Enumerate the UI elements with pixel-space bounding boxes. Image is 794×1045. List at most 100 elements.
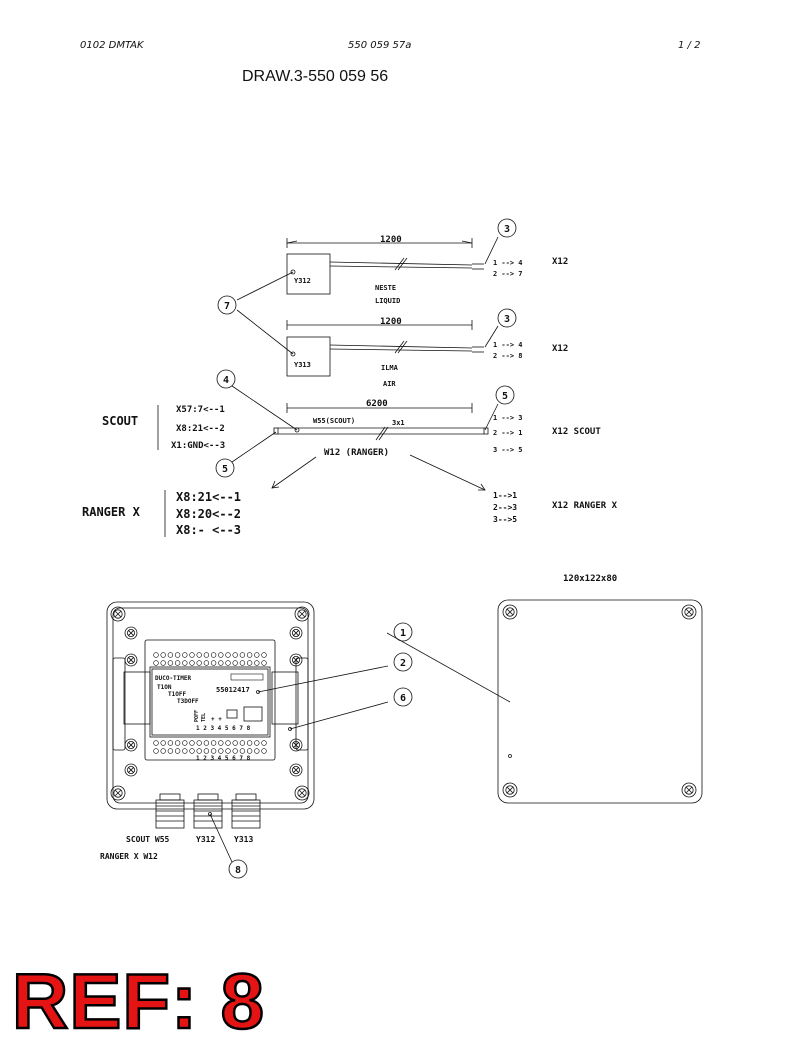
terminal-hole-icon bbox=[210, 660, 217, 666]
terminal-hole-icon bbox=[225, 748, 231, 754]
gland-label-ranger: RANGER X W12 bbox=[100, 852, 158, 861]
terminal-hole-icon bbox=[160, 660, 166, 666]
terminal-hole-icon bbox=[261, 652, 267, 658]
lid-screw-icon bbox=[502, 782, 518, 798]
cable3-conn3: 3 --> 5 bbox=[493, 446, 523, 454]
pcb-pins: 1 2 3 4 5 6 7 8 bbox=[196, 755, 251, 762]
enclosure-screw-icon bbox=[294, 785, 310, 801]
ranger-line-3: X8:- <--3 bbox=[176, 523, 241, 537]
terminal-hole-icon bbox=[232, 652, 238, 658]
terminal-hole-icon bbox=[160, 748, 166, 754]
terminal-hole-icon bbox=[174, 660, 181, 666]
callout-3a: 3 bbox=[504, 224, 510, 235]
mount-screw-icon bbox=[289, 653, 303, 667]
cable1-sensor: Y312 bbox=[294, 277, 311, 285]
terminal-hole-icon bbox=[153, 660, 159, 666]
ranger-conn3: 3-->5 bbox=[493, 515, 517, 524]
cable2-conn1: 1 --> 4 bbox=[493, 341, 523, 349]
cable2-sensor: Y313 bbox=[294, 361, 311, 369]
terminal-hole-icon bbox=[189, 748, 195, 754]
terminal-hole-icon bbox=[153, 652, 159, 658]
mount-screw-icon bbox=[124, 626, 138, 640]
terminal-hole-icon bbox=[153, 740, 159, 746]
ranger-line-2: X8:20<--2 bbox=[176, 507, 241, 521]
pcb-signs: + + bbox=[211, 716, 222, 723]
callout-7: 7 bbox=[224, 301, 230, 312]
mount-screw-icon bbox=[289, 738, 303, 752]
terminal-hole-icon bbox=[254, 660, 260, 666]
terminal-hole-icon bbox=[182, 652, 188, 658]
terminal-hole-icon bbox=[167, 740, 174, 746]
pcb-tel: TEL bbox=[201, 713, 207, 722]
terminal-hole-icon bbox=[225, 660, 231, 666]
cable3-length: 6200 bbox=[366, 399, 388, 409]
callout-4: 4 bbox=[223, 375, 229, 386]
terminal-hole-icon bbox=[218, 652, 224, 658]
terminal-hole-icon bbox=[196, 748, 202, 754]
cable2-label2: AIR bbox=[383, 380, 396, 388]
terminal-hole-icon bbox=[218, 748, 224, 754]
w12-label: W12 (RANGER) bbox=[324, 448, 389, 458]
lid-screw-icon bbox=[502, 604, 518, 620]
terminal-hole-icon bbox=[239, 660, 246, 666]
cable1-label2: LIQUID bbox=[375, 297, 400, 305]
cable2-target: X12 bbox=[552, 344, 568, 354]
cable3-conn2: 2 --> 1 bbox=[493, 429, 523, 437]
terminal-hole-icon bbox=[203, 740, 210, 746]
terminal-hole-icon bbox=[160, 652, 166, 658]
pcb-pins-inner: 1 2 3 4 5 6 7 8 bbox=[196, 725, 251, 732]
lid-screw-icon bbox=[681, 782, 697, 798]
terminal-hole-icon bbox=[174, 652, 181, 658]
ranger-conn1: 1-->1 bbox=[493, 491, 517, 500]
cable2-conn2: 2 --> 8 bbox=[493, 352, 523, 360]
callout-5b: 5 bbox=[222, 464, 228, 475]
pcb-poff: POFF bbox=[194, 710, 200, 722]
drawing-title: DRAW.3-550 059 56 bbox=[242, 68, 389, 85]
mount-screw-icon bbox=[124, 763, 138, 777]
terminal-hole-icon bbox=[261, 740, 267, 746]
pcb-brand: DUCO-TIMER bbox=[155, 675, 192, 682]
ranger-label: RANGER X bbox=[82, 505, 141, 519]
terminal-hole-icon bbox=[210, 740, 217, 746]
terminal-hole-icon bbox=[254, 748, 260, 754]
terminal-hole-icon bbox=[189, 740, 195, 746]
terminal-hole-icon bbox=[182, 660, 188, 666]
cable1-length: 1200 bbox=[380, 235, 402, 245]
scout-line-1: X57:7<--1 bbox=[176, 405, 225, 415]
mount-screw-icon bbox=[289, 763, 303, 777]
pcb-t3doff: T3DOFF bbox=[177, 698, 199, 705]
callout-8: 8 bbox=[235, 865, 241, 876]
callout-6: 6 bbox=[400, 693, 406, 704]
terminal-hole-icon bbox=[239, 652, 246, 658]
terminal-hole-icon bbox=[196, 740, 202, 746]
terminal-hole-icon bbox=[167, 652, 174, 658]
cable3-conn1: 1 --> 3 bbox=[493, 414, 523, 422]
cable2-length: 1200 bbox=[380, 317, 402, 327]
terminal-hole-icon bbox=[167, 748, 174, 754]
terminal-hole-icon bbox=[174, 748, 181, 754]
terminal-hole-icon bbox=[232, 740, 238, 746]
terminal-hole-icon bbox=[225, 740, 231, 746]
terminal-hole-icon bbox=[232, 660, 238, 666]
pcb-t1off: T1OFF bbox=[168, 691, 186, 698]
terminal-hole-icon bbox=[246, 652, 253, 658]
cable3-target: X12 SCOUT bbox=[552, 427, 601, 437]
enclosure-screw-icon bbox=[294, 606, 310, 622]
terminal-hole-icon bbox=[153, 748, 159, 754]
gland-label-y313: Y313 bbox=[234, 835, 253, 844]
mount-screw-icon bbox=[124, 738, 138, 752]
terminal-hole-icon bbox=[203, 660, 210, 666]
header-left: 0102 DMTAK bbox=[80, 40, 144, 51]
terminal-hole-icon bbox=[218, 660, 224, 666]
terminal-hole-icon bbox=[210, 652, 217, 658]
cable1-conn2: 2 --> 7 bbox=[493, 270, 523, 278]
terminal-hole-icon bbox=[246, 660, 253, 666]
terminal-hole-icon bbox=[225, 652, 231, 658]
pcb-t1on: T1ON bbox=[157, 684, 172, 691]
cable2-label1: ILMA bbox=[381, 364, 399, 372]
cable3-spec: 3x1 bbox=[392, 419, 405, 427]
terminal-hole-icon bbox=[167, 660, 174, 666]
cable3-label: W55(SCOUT) bbox=[313, 417, 355, 425]
cable1-label1: NESTE bbox=[375, 284, 396, 292]
